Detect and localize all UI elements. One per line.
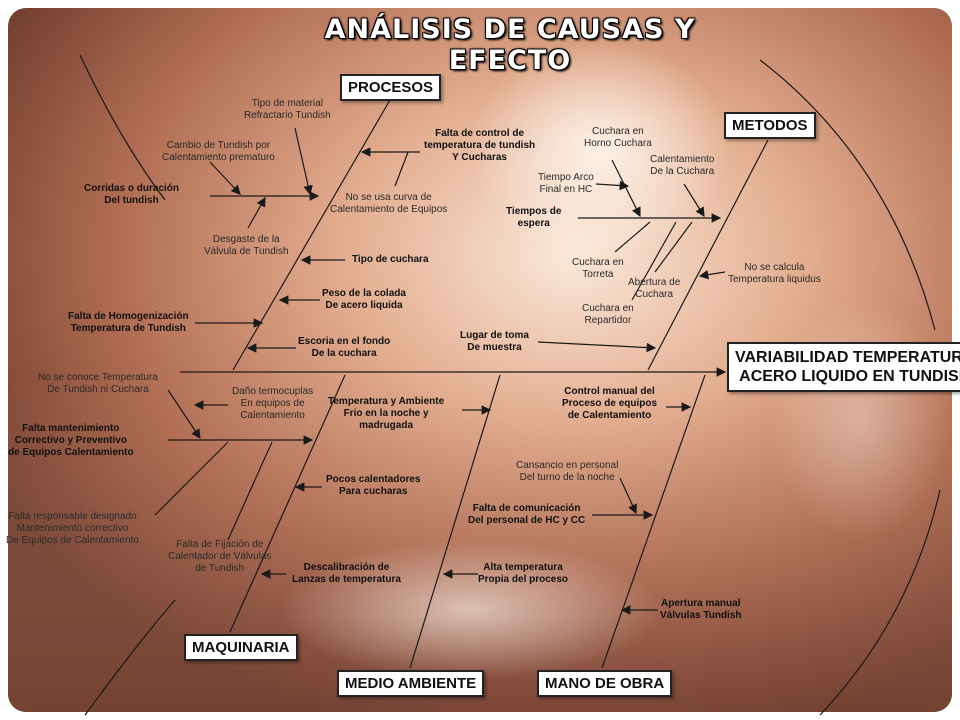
bone-metodos [647,139,769,371]
cause-apertura-manual: Apertura manual Válvulas Tundish [660,598,742,621]
cause-cambio-tundish: Cambio de Tundish por Calentamiento prem… [162,140,275,163]
cause-abertura: Abertura de Cuchara [628,277,681,300]
cause-tiempo-arco: Tiempo Arco Final en HC [538,172,594,195]
cause-cansancio: Cansancio en personal Del turno de la no… [516,460,619,483]
branch-tipo-material [294,127,313,196]
branch-falta-resp [154,441,229,516]
cause-no-curva: No se usa curva de Calentamiento de Equi… [330,192,448,215]
cause-falta-fijacion: Falta de Fijación de Calentador de Válvu… [168,539,272,574]
branch-calentamiento-cuchara [683,183,705,218]
diagram-title: ANÁLISIS DE CAUSAS Y EFECTO [324,14,696,76]
effect-box: VARIABILIDAD TEMPERATURA ACERO LIQUIDO E… [727,342,960,392]
cause-desgaste: Desgaste de la Válvula de Tundish [204,234,289,257]
cause-no-calcula: No se calcula Temperatura liquidus [728,262,821,285]
cause-tiempos-espera: Tiempos de espera [506,206,562,229]
category-mano-obra: MANO DE OBRA [537,670,673,697]
branch-abertura [654,221,693,273]
cause-falta-mant: Falta mantenimiento Correctivo y Prevent… [8,423,134,458]
branch-no-curva [394,151,409,187]
effect-line-1: VARIABILIDAD TEMPERATURA [735,349,960,366]
cause-falta-control: Falta de control de temperatura de tundi… [424,128,536,163]
cause-tipo-material: Tipo de material Refractario Tundish [244,98,331,121]
branch-desgaste [247,196,266,229]
cause-escoria: Escoria en el fondo De la cuchara [298,336,391,359]
branch-lugar-toma [537,341,657,353]
cause-descalibracion: Descalibración de Lanzas de temperatura [292,562,401,585]
bone-mano-obra [601,374,706,669]
cause-falta-resp: Falta responsable designado Mantenimient… [6,511,139,546]
cause-control-manual: Control manual del Proceso de equipos de… [562,386,658,421]
bone-maquinaria [229,374,346,633]
decor-curve-top-right [759,59,936,331]
cause-alta-temp: Alta temperatura Propia del proceso [478,562,569,585]
category-medio-ambiente: MEDIO AMBIENTE [337,670,485,697]
cause-lugar-toma: Lugar de toma De muestra [460,330,529,353]
decor-curve-bottom-left [84,599,176,716]
branch-no-conoce [167,389,201,439]
category-metodos: METODOS [724,112,816,139]
bone-medio-ambiente [409,374,501,669]
cause-no-conoce: No se conoce Temperatura De Tundish ni C… [38,372,158,395]
branch-no-calcula [698,269,726,280]
branch-cuchara-horno [611,159,641,218]
branch-cambio-tundish [209,161,241,195]
category-procesos: PROCESOS [340,74,442,101]
cause-tipo-cuchara: Tipo de cuchara [352,254,429,265]
cause-pocos-calentadores: Pocos calentadores Para cucharas [326,474,421,497]
branch-cuchara-repartidor [631,221,677,301]
cause-temp-ambiente: Temperatura y Ambiente Frio en la noche … [328,396,445,431]
decor-curve-bottom-right [819,489,941,716]
cause-cuchara-repartidor: Cuchara en Repartidor [582,303,634,326]
category-maquinaria: MAQUINARIA [184,634,298,661]
cause-falta-homog: Falta de Homogenización Temperatura de T… [68,311,189,334]
effect-line-2: ACERO LIQUIDO EN TUNDISH [739,368,960,385]
branch-falta-fijacion [227,441,273,541]
cause-dano-termocuplas: Daño termocuplas En equipos de Calentami… [232,386,314,421]
cause-calentamiento-cuchara: Calentamiento De la Cuchara [650,154,715,177]
cause-peso-colada: Peso de la colada De acero liquida [322,288,406,311]
decor-curve-top-left [79,54,166,201]
cause-falta-comunicacion: Falta de comunicación Del personal de HC… [468,503,586,526]
branch-cuchara-torreta [614,221,651,253]
cause-cuchara-torreta: Cuchara en Torreta [572,257,624,280]
cause-corridas: Corridas o duración Del tundish [84,183,180,206]
branch-cansancio [619,477,637,515]
branch-tiempo-arco [595,180,630,191]
cause-cuchara-horno: Cuchara en Horno Cuchara [584,126,652,149]
